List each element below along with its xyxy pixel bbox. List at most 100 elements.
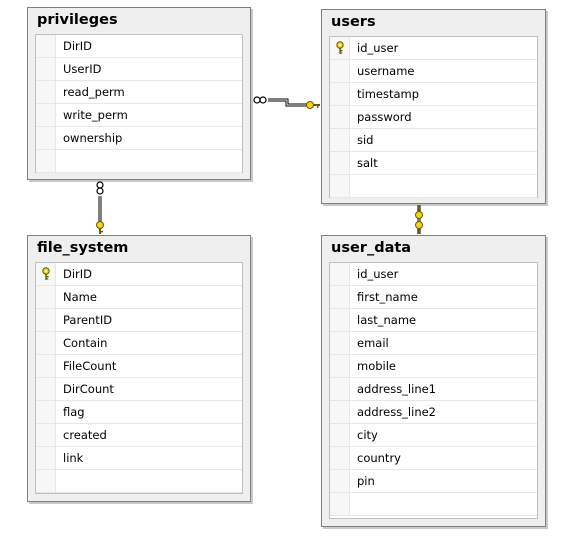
row-selector[interactable]: [330, 60, 350, 82]
column-name: address_line1: [357, 382, 437, 396]
column-row[interactable]: timestamp: [330, 83, 537, 106]
relationship-privileges-file-system[interactable]: [96, 181, 104, 234]
row-selector[interactable]: [36, 355, 56, 377]
relationship-user-data-users[interactable]: [415, 205, 423, 234]
column-row[interactable]: created: [36, 424, 242, 447]
column-row[interactable]: id_user: [330, 37, 537, 60]
row-selector[interactable]: [330, 355, 350, 377]
row-selector[interactable]: [330, 401, 350, 423]
row-selector[interactable]: [330, 175, 350, 197]
empty-row[interactable]: [36, 150, 242, 173]
row-selector[interactable]: [330, 309, 350, 331]
table-users[interactable]: users id_user username timestamp passwor…: [321, 9, 546, 204]
key-icon: [415, 206, 423, 219]
empty-row[interactable]: [330, 175, 537, 198]
row-selector[interactable]: [330, 129, 350, 151]
column-row[interactable]: username: [330, 60, 537, 83]
row-selector[interactable]: [330, 83, 350, 105]
row-selector[interactable]: [330, 447, 350, 469]
column-row[interactable]: Name: [36, 286, 242, 309]
column-row[interactable]: mobile: [330, 355, 537, 378]
row-selector[interactable]: [330, 378, 350, 400]
row-selector[interactable]: [36, 35, 56, 57]
row-selector[interactable]: [36, 447, 56, 469]
row-selector[interactable]: [36, 286, 56, 308]
row-selector[interactable]: [330, 152, 350, 174]
table-title: users: [331, 14, 376, 30]
row-selector[interactable]: [36, 470, 56, 492]
column-row[interactable]: id_user: [330, 263, 537, 286]
row-selector[interactable]: [36, 332, 56, 354]
column-row[interactable]: DirCount: [36, 378, 242, 401]
table-user-data[interactable]: user_data id_user first_name last_name e…: [321, 235, 546, 527]
column-name: DirID: [63, 39, 93, 53]
relationship-privileges-users[interactable]: [253, 96, 320, 109]
column-row[interactable]: sid: [330, 129, 537, 152]
infinity-icon: [96, 181, 104, 195]
column-name: address_line2: [357, 405, 437, 419]
column-row[interactable]: link: [36, 447, 242, 470]
row-selector[interactable]: [330, 424, 350, 446]
column-row[interactable]: read_perm: [36, 81, 242, 104]
row-selector[interactable]: [36, 424, 56, 446]
empty-row[interactable]: [36, 470, 242, 493]
row-selector[interactable]: [330, 470, 350, 492]
table-file-system[interactable]: file_system DirID Name ParentID Contain …: [27, 235, 251, 502]
column-list: DirID UserID read_perm write_perm owners…: [35, 34, 243, 173]
column-name: Name: [63, 290, 97, 304]
column-name: pin: [357, 474, 375, 488]
column-row[interactable]: ownership: [36, 127, 242, 150]
key-icon: [96, 221, 104, 234]
column-name: timestamp: [357, 87, 420, 101]
table-title: user_data: [331, 240, 412, 256]
column-row[interactable]: salt: [330, 152, 537, 175]
key-icon: [415, 221, 423, 234]
column-row[interactable]: ParentID: [36, 309, 242, 332]
row-selector[interactable]: [36, 104, 56, 126]
row-selector[interactable]: [36, 150, 56, 172]
column-row[interactable]: address_line1: [330, 378, 537, 401]
row-selector[interactable]: [36, 58, 56, 80]
column-row[interactable]: UserID: [36, 58, 242, 81]
column-row[interactable]: address_line2: [330, 401, 537, 424]
column-row[interactable]: FileCount: [36, 355, 242, 378]
row-selector[interactable]: [330, 263, 350, 285]
row-selector[interactable]: [36, 401, 56, 423]
column-name: link: [63, 451, 84, 465]
column-name: first_name: [357, 290, 418, 304]
column-row[interactable]: Contain: [36, 332, 242, 355]
column-row[interactable]: pin: [330, 470, 537, 493]
row-selector[interactable]: [330, 493, 350, 515]
column-name: id_user: [357, 41, 399, 55]
table-title: file_system: [37, 240, 129, 256]
table-privileges[interactable]: privileges DirID UserID read_perm write_…: [27, 7, 251, 180]
column-row[interactable]: password: [330, 106, 537, 129]
column-row[interactable]: city: [330, 424, 537, 447]
column-row[interactable]: DirID: [36, 35, 242, 58]
column-name: UserID: [63, 62, 102, 76]
column-row[interactable]: flag: [36, 401, 242, 424]
column-row[interactable]: write_perm: [36, 104, 242, 127]
column-name: DirID: [63, 267, 93, 281]
column-row[interactable]: DirID: [36, 263, 242, 286]
row-selector[interactable]: [330, 332, 350, 354]
row-selector[interactable]: [36, 81, 56, 103]
row-selector[interactable]: [330, 106, 350, 128]
column-row[interactable]: first_name: [330, 286, 537, 309]
table-title: privileges: [37, 12, 118, 28]
column-name: created: [63, 428, 107, 442]
column-name: email: [357, 336, 389, 350]
column-name: last_name: [357, 313, 417, 327]
row-selector[interactable]: [36, 127, 56, 149]
column-row[interactable]: country: [330, 447, 537, 470]
column-name: flag: [63, 405, 85, 419]
row-selector[interactable]: [330, 286, 350, 308]
column-name: FileCount: [63, 359, 117, 373]
row-selector[interactable]: [36, 378, 56, 400]
column-name: Contain: [63, 336, 108, 350]
column-name: username: [357, 64, 415, 78]
row-selector[interactable]: [36, 309, 56, 331]
column-row[interactable]: email: [330, 332, 537, 355]
column-row[interactable]: last_name: [330, 309, 537, 332]
empty-row[interactable]: [330, 493, 537, 516]
